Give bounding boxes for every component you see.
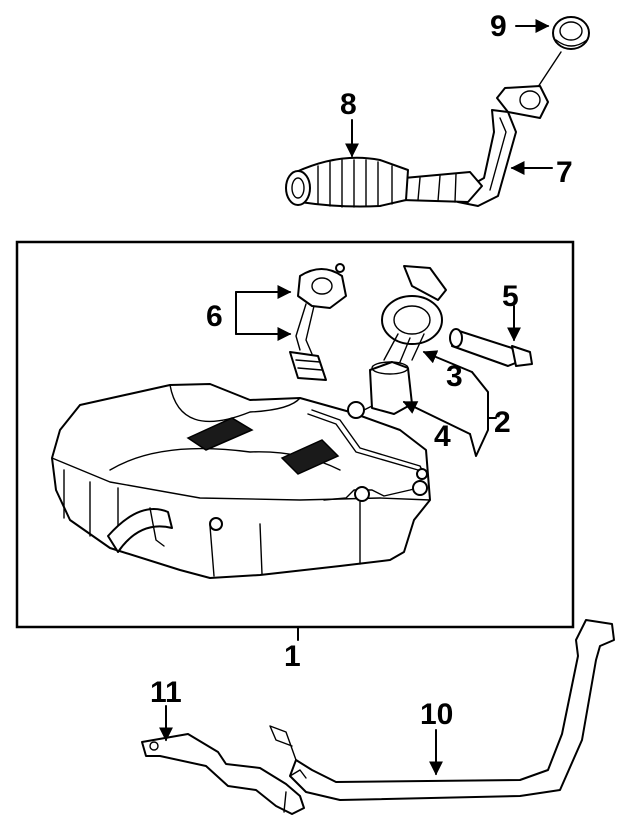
fuel-cap-part-9[interactable] [552,16,590,50]
filler-hose-part-8[interactable] [285,156,409,208]
callout-8: 8 [340,88,357,121]
arrow-4 [402,401,471,435]
callout-1: 1 [284,640,301,673]
callout-10: 10 [420,698,453,731]
bracket-2 [469,371,497,457]
filler-pipe-part-7[interactable] [401,85,549,207]
callout-6: 6 [206,300,223,333]
callout-2: 2 [494,406,511,439]
tank-strap-part-11[interactable] [141,733,305,815]
sender-unit-part-6[interactable] [289,263,347,381]
fuel-pump-part-4[interactable] [347,361,413,419]
callout-7: 7 [556,156,573,189]
tank-strap-part-10[interactable] [269,619,615,801]
callout-9: 9 [490,10,507,43]
callout-3: 3 [446,360,463,393]
callout-4: 4 [434,420,451,453]
callout-11: 11 [150,676,182,709]
arrow-3 [422,350,473,373]
pump-bracket-part-3[interactable] [381,265,447,363]
fuel-tank-part-1[interactable] [51,383,431,579]
tank-assembly-frame [15,240,575,629]
fuel-hose-part-5[interactable] [449,328,533,367]
callout-5: 5 [502,280,519,313]
